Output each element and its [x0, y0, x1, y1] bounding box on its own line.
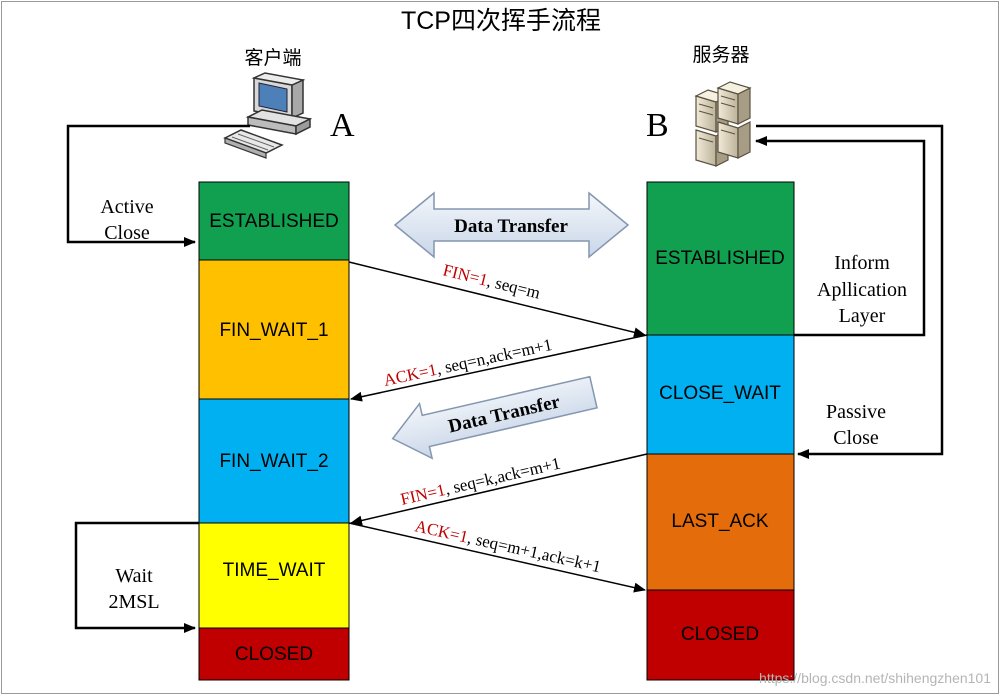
- inform-label-line3: Layer: [839, 305, 886, 327]
- inform-application-arrow: [755, 136, 926, 337]
- data-transfer-top-label: Data Transfer: [454, 216, 568, 237]
- message-rest-ack-2: , seq=m+1,ack=k+1: [466, 528, 603, 576]
- data-transfer-top: Data Transfer: [393, 191, 630, 259]
- server-state-closed: [646, 589, 795, 681]
- message-rest-fin-2: , seq=k,ack=m+1: [443, 454, 562, 499]
- inform-label-line2: Apllication: [817, 279, 907, 301]
- message-arrow-fin-1: [348, 261, 646, 338]
- message-label-fin-1: FIN=1, seq=m: [441, 260, 542, 302]
- message-arrow-ack-1: [350, 334, 648, 402]
- message-label-ack-1: ACK=1, seq=n,ack=m+1: [382, 335, 554, 390]
- passive-close-label-line1: Passive: [826, 401, 886, 423]
- inform-label-line1: Inform: [834, 252, 890, 274]
- server-state-established-label: ESTABLISHED: [655, 248, 785, 269]
- message-label-fin-2: FIN=1, seq=k,ack=m+1: [399, 454, 563, 509]
- wait-2msl-arrow: [74, 521, 199, 633]
- wait-2msl-label-line1: Wait: [115, 565, 153, 587]
- server-state-established: [646, 181, 795, 336]
- passive-close-label-line2: Close: [833, 427, 879, 449]
- server-state-last-ack: [646, 453, 795, 591]
- server-state-last-ack-label: LAST_ACK: [671, 511, 768, 532]
- server-label: 服务器: [692, 44, 749, 66]
- client-state-time-wait-label: TIME_WAIT: [223, 560, 326, 581]
- client-state-established-label: ESTABLISHED: [209, 211, 339, 232]
- message-flag-ack-1: ACK=1: [382, 360, 439, 390]
- client-state-closed-label: CLOSED: [235, 644, 313, 665]
- data-transfer-left-arrow: [391, 375, 598, 460]
- server-letter: B: [646, 107, 669, 144]
- passive-close-arrow: [756, 124, 944, 459]
- message-flag-fin-2: FIN=1: [399, 480, 448, 509]
- watermark: https://blog.csdn.net/shihengzhen101: [759, 670, 991, 686]
- message-rest-ack-1: , seq=n,ack=m+1: [435, 335, 554, 379]
- client-letter: A: [330, 107, 355, 144]
- server-state-close-wait: [646, 334, 795, 455]
- message-arrow-fin-2: [350, 453, 648, 526]
- client-state-fin-wait-1: [198, 259, 350, 400]
- client-state-closed: [198, 627, 350, 681]
- client-state-time-wait: [198, 522, 350, 629]
- client-state-established: [198, 181, 350, 261]
- message-flag-ack-2: ACK=1: [413, 516, 470, 546]
- client-state-fin-wait-1-label: FIN_WAIT_1: [219, 320, 328, 341]
- client-state-fin-wait-2-label: FIN_WAIT_2: [219, 451, 328, 472]
- server-state-column: ESTABLISHED CLOSE_WAIT LAST_ACK CLOSED: [646, 181, 795, 681]
- server-icon: [694, 81, 752, 167]
- active-close-label-line2: Close: [104, 222, 150, 244]
- server-state-closed-label: CLOSED: [681, 624, 759, 645]
- client-state-column: ESTABLISHED FIN_WAIT_1 FIN_WAIT_2 TIME_W…: [198, 181, 350, 681]
- server-state-close-wait-label: CLOSE_WAIT: [659, 383, 781, 404]
- active-close-label-line1: Active: [100, 196, 153, 218]
- data-transfer-double-arrow: [393, 191, 630, 259]
- diagram-title: TCP四次挥手流程: [401, 7, 601, 35]
- message-flag-fin-1: FIN=1: [441, 260, 490, 289]
- wait-2msl-label-line2: 2MSL: [108, 591, 159, 613]
- message-arrow-ack-2: [348, 522, 646, 593]
- client-label: 客户端: [244, 47, 301, 69]
- computer-icon: [223, 72, 313, 159]
- client-state-fin-wait-2: [198, 398, 350, 524]
- active-close-arrow: [66, 124, 250, 247]
- message-label-ack-2: ACK=1, seq=m+1,ack=k+1: [413, 516, 603, 576]
